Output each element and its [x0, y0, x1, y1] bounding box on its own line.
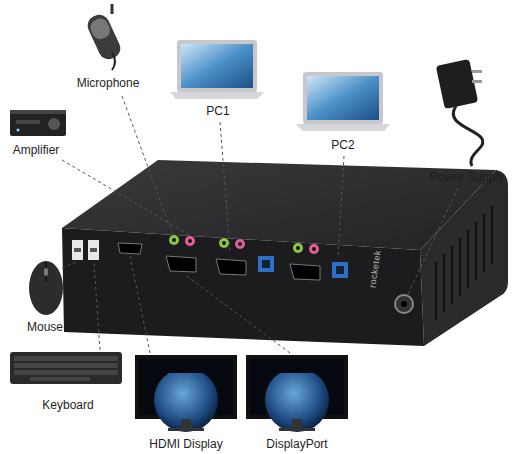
device-label: Power Supply	[430, 170, 504, 184]
device-label: PC1	[206, 104, 229, 118]
device-label: Microphone	[77, 76, 140, 90]
power-adapter-icon	[436, 59, 483, 166]
device-label: Amplifier	[13, 143, 60, 157]
kvm-switch	[62, 160, 508, 346]
device-label: HDMI Display	[149, 437, 222, 451]
device-label: DisplayPort	[266, 437, 327, 451]
device-label: PC2	[331, 138, 354, 152]
monitor-icon	[135, 355, 237, 432]
monitor-icon	[246, 355, 348, 432]
amplifier-icon	[10, 110, 66, 136]
keyboard-icon	[10, 352, 122, 384]
microphone-icon	[84, 4, 123, 70]
laptop-icon	[296, 72, 390, 131]
leader-lines	[62, 96, 458, 353]
mouse-icon	[29, 261, 63, 315]
device-label: Keyboard	[42, 398, 93, 412]
device-label: Mouse	[27, 320, 63, 334]
laptop-icon	[170, 40, 264, 99]
